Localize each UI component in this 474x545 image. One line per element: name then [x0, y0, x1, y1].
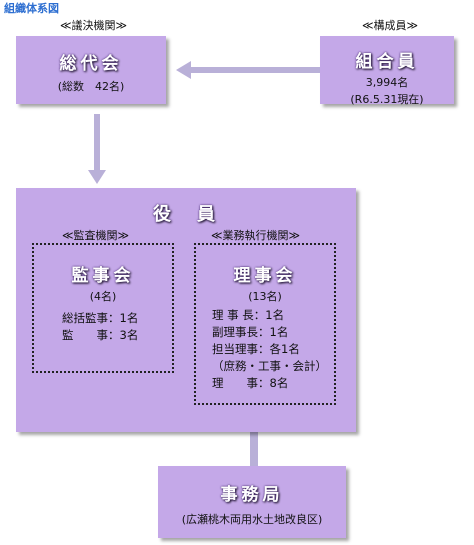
officers-box: 役 員 [16, 188, 356, 432]
executive-body-label: ≪業務執行機関≫ [211, 229, 301, 242]
connector-officers-to-office [250, 432, 258, 466]
audit-body-label: ≪監査機関≫ [62, 229, 130, 242]
officers-title: 役 員 [153, 204, 219, 225]
board-count: (13名) [248, 290, 282, 303]
audit-board-title: 監事会 [71, 266, 135, 286]
board-line-directors: 理 事：8名 [212, 376, 289, 390]
audit-board-box: 監事会 (4名) 総括監事：1名 監 事：3名 [32, 243, 174, 373]
members-count: 3,994名 [365, 76, 409, 89]
office-box: 事務局 (広瀬桃木両用水土地改良区) [158, 466, 346, 538]
members-box: 組合員 3,994名 (R6.5.31現在) [320, 36, 454, 106]
members-section-label: ≪構成員≫ [362, 19, 419, 32]
members-title: 組合員 [355, 52, 419, 72]
board-box: 理事会 (13名) 理 事 長：1名 副理事長：1名 担当理事：各1名 （庶務・… [194, 243, 336, 405]
arrow-members-to-meeting [176, 61, 320, 79]
board-line-vice-chair: 副理事長：1名 [212, 325, 289, 339]
decision-body-label: ≪議決機関≫ [60, 19, 128, 32]
general-meeting-box: 総代会 (総数 42名) [16, 36, 166, 104]
audit-board-count: (4名) [89, 290, 117, 303]
board-title: 理事会 [233, 266, 297, 286]
board-line-chair: 理 事 長：1名 [212, 308, 285, 322]
audit-line-auditor: 監 事：3名 [62, 328, 139, 342]
general-meeting-total: (総数 42名) [57, 80, 125, 93]
office-title: 事務局 [220, 485, 284, 505]
arrow-meeting-to-officers [88, 114, 106, 184]
board-line-directors-in-charge: 担当理事：各1名 [212, 342, 300, 356]
general-meeting-title: 総代会 [59, 54, 123, 74]
board-line-departments: （庶務・工事・会計） [212, 359, 327, 373]
audit-line-chief: 総括監事：1名 [62, 311, 139, 325]
members-date: (R6.5.31現在) [350, 93, 424, 106]
office-name: (広瀬桃木両用水土地改良区) [181, 513, 323, 526]
page-title: 組織体系図 [4, 2, 59, 15]
